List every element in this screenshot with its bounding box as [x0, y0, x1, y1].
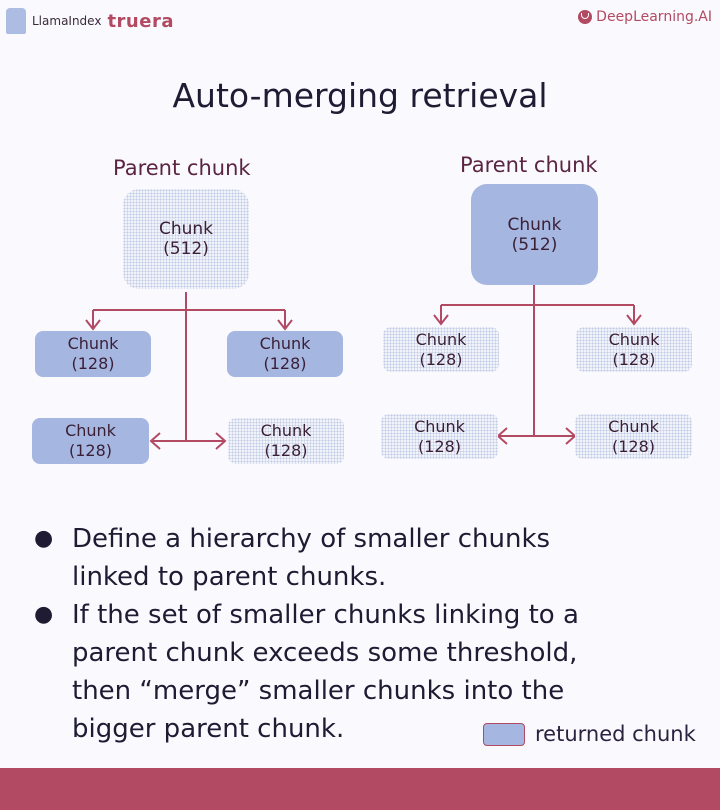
- llamaindex-label: LlamaIndex: [32, 14, 102, 28]
- chunk-size: (512): [163, 239, 209, 259]
- chunk-name: Chunk: [415, 329, 467, 349]
- bullet-list: ● Define a hierarchy of smaller chunks l…: [34, 520, 624, 748]
- chunk-size: (128): [264, 441, 308, 460]
- bullet-dot-icon: ●: [34, 526, 54, 551]
- right-arrow-3: [496, 427, 534, 445]
- child-chunk-left-2: Chunk (128): [227, 331, 343, 377]
- left-arrow-2: [277, 310, 293, 331]
- bullet-text: Define a hierarchy of smaller chunks lin…: [72, 524, 551, 592]
- child-chunk-right-4: Chunk (128): [575, 414, 692, 459]
- bullet-dot-icon: ●: [34, 602, 54, 627]
- deeplearning-logo: DeepLearning.AI: [578, 9, 712, 25]
- chunk-name: Chunk: [259, 334, 311, 353]
- left-arrow-3: [149, 432, 186, 450]
- returned-chunk-swatch: [483, 722, 525, 746]
- child-chunk-left-3: Chunk (128): [32, 418, 149, 464]
- chunk-name: Chunk: [414, 416, 465, 436]
- chunk-size: (128): [419, 349, 463, 369]
- chunk-name: Chunk: [260, 421, 312, 440]
- bullet-item: ● Define a hierarchy of smaller chunks l…: [34, 520, 594, 596]
- child-chunk-right-2: Chunk (128): [576, 327, 692, 372]
- child-chunk-left-1: Chunk (128): [35, 331, 151, 377]
- chunk-size: (128): [612, 349, 656, 369]
- chunk-name: Chunk: [65, 421, 116, 440]
- bullet-text: If the set of smaller chunks linking to …: [72, 600, 579, 744]
- chunk-size: (128): [263, 354, 307, 373]
- llama-icon: [6, 8, 26, 34]
- footer-bar: [0, 768, 720, 810]
- legend: returned chunk: [483, 722, 696, 746]
- child-chunk-left-4: Chunk (128): [228, 418, 344, 464]
- chunk-name: Chunk: [608, 329, 660, 349]
- legend-label: returned chunk: [535, 722, 696, 746]
- bullet-item: ● If the set of smaller chunks linking t…: [34, 596, 624, 748]
- chunk-name: Chunk: [158, 219, 214, 239]
- chunk-size: (512): [511, 234, 558, 255]
- deeplearning-label: DeepLearning.AI: [596, 9, 712, 25]
- smiley-icon: [578, 10, 593, 24]
- parent-label-right: Parent chunk: [460, 153, 598, 177]
- left-arrow-1: [85, 310, 101, 331]
- parent-chunk-right: Chunk (512): [471, 184, 598, 285]
- parent-label-left: Parent chunk: [113, 156, 251, 180]
- chunk-name: Chunk: [67, 334, 119, 353]
- child-chunk-right-1: Chunk (128): [383, 327, 499, 372]
- slide-title: Auto-merging retrieval: [172, 76, 548, 115]
- child-chunk-right-3: Chunk (128): [381, 414, 498, 459]
- right-arrow-1: [433, 305, 449, 326]
- chunk-size: (128): [68, 441, 113, 460]
- left-arrow-4: [186, 432, 227, 450]
- chunk-size: (128): [71, 354, 115, 373]
- right-arrow-4: [534, 427, 577, 445]
- chunk-size: (128): [611, 436, 656, 456]
- chunk-name: Chunk: [507, 214, 562, 235]
- chunk-name: Chunk: [608, 416, 659, 436]
- parent-chunk-left: Chunk (512): [123, 189, 249, 289]
- truera-logo: truera: [107, 10, 174, 32]
- right-arrow-2: [626, 305, 642, 326]
- llamaindex-logo: LlamaIndex truera: [6, 8, 174, 34]
- chunk-size: (128): [417, 436, 462, 456]
